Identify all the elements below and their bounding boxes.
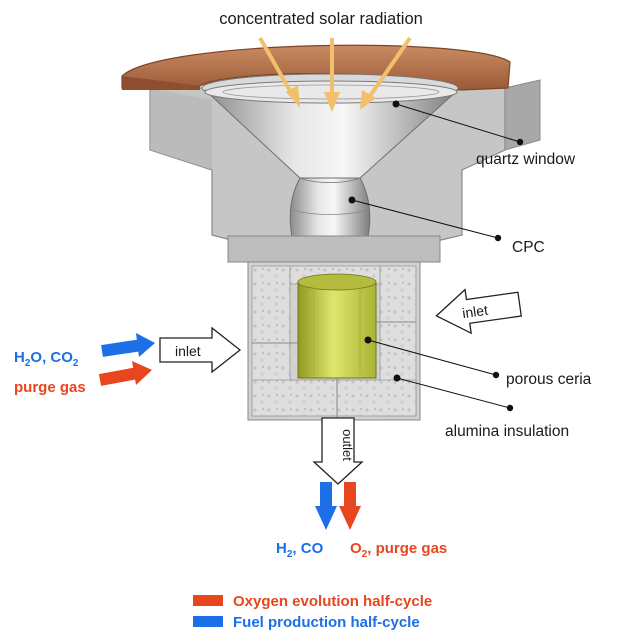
- legend-fuel-swatch: [193, 616, 223, 627]
- h2-output-arrow: [315, 482, 337, 530]
- solar-arrow-center: [324, 38, 340, 112]
- legend: Oxygen evolution half-cycle Fuel product…: [193, 593, 432, 631]
- label-outlet: outlet: [340, 429, 355, 461]
- leader-lines: [348, 100, 524, 412]
- label-inlet-right: inlet: [461, 302, 489, 321]
- outlet-arrow: [312, 417, 364, 485]
- label-inlet-left: inlet: [175, 343, 201, 359]
- solar-arrows: [258, 36, 412, 112]
- legend-oxygen-swatch: [193, 595, 223, 606]
- label-cpc: CPC: [512, 239, 545, 256]
- legend-fuel-label: Fuel production half-cycle: [233, 614, 420, 631]
- solar-arrow-left: [258, 37, 300, 108]
- solar-arrow-right: [360, 36, 412, 110]
- inlet-right-arrow: [435, 288, 522, 335]
- label-quartz-window: quartz window: [476, 151, 576, 168]
- purge-input-arrow: [98, 361, 152, 386]
- label-porous-ceria: porous ceria: [506, 371, 592, 388]
- label-o2-purge: O2, purge gas: [350, 540, 447, 560]
- h2o-input-arrow: [101, 333, 155, 357]
- label-solar: concentrated solar radiation: [219, 10, 423, 28]
- inlet-left-arrow: [159, 326, 242, 374]
- label-h2o-co2: H2O, CO2: [14, 349, 79, 369]
- label-h2-co: H2, CO: [276, 540, 324, 560]
- label-alumina-insulation: alumina insulation: [445, 423, 569, 440]
- o2-output-arrow: [339, 482, 361, 530]
- legend-oxygen-label: Oxygen evolution half-cycle: [233, 593, 432, 610]
- label-purge-gas: purge gas: [14, 379, 86, 396]
